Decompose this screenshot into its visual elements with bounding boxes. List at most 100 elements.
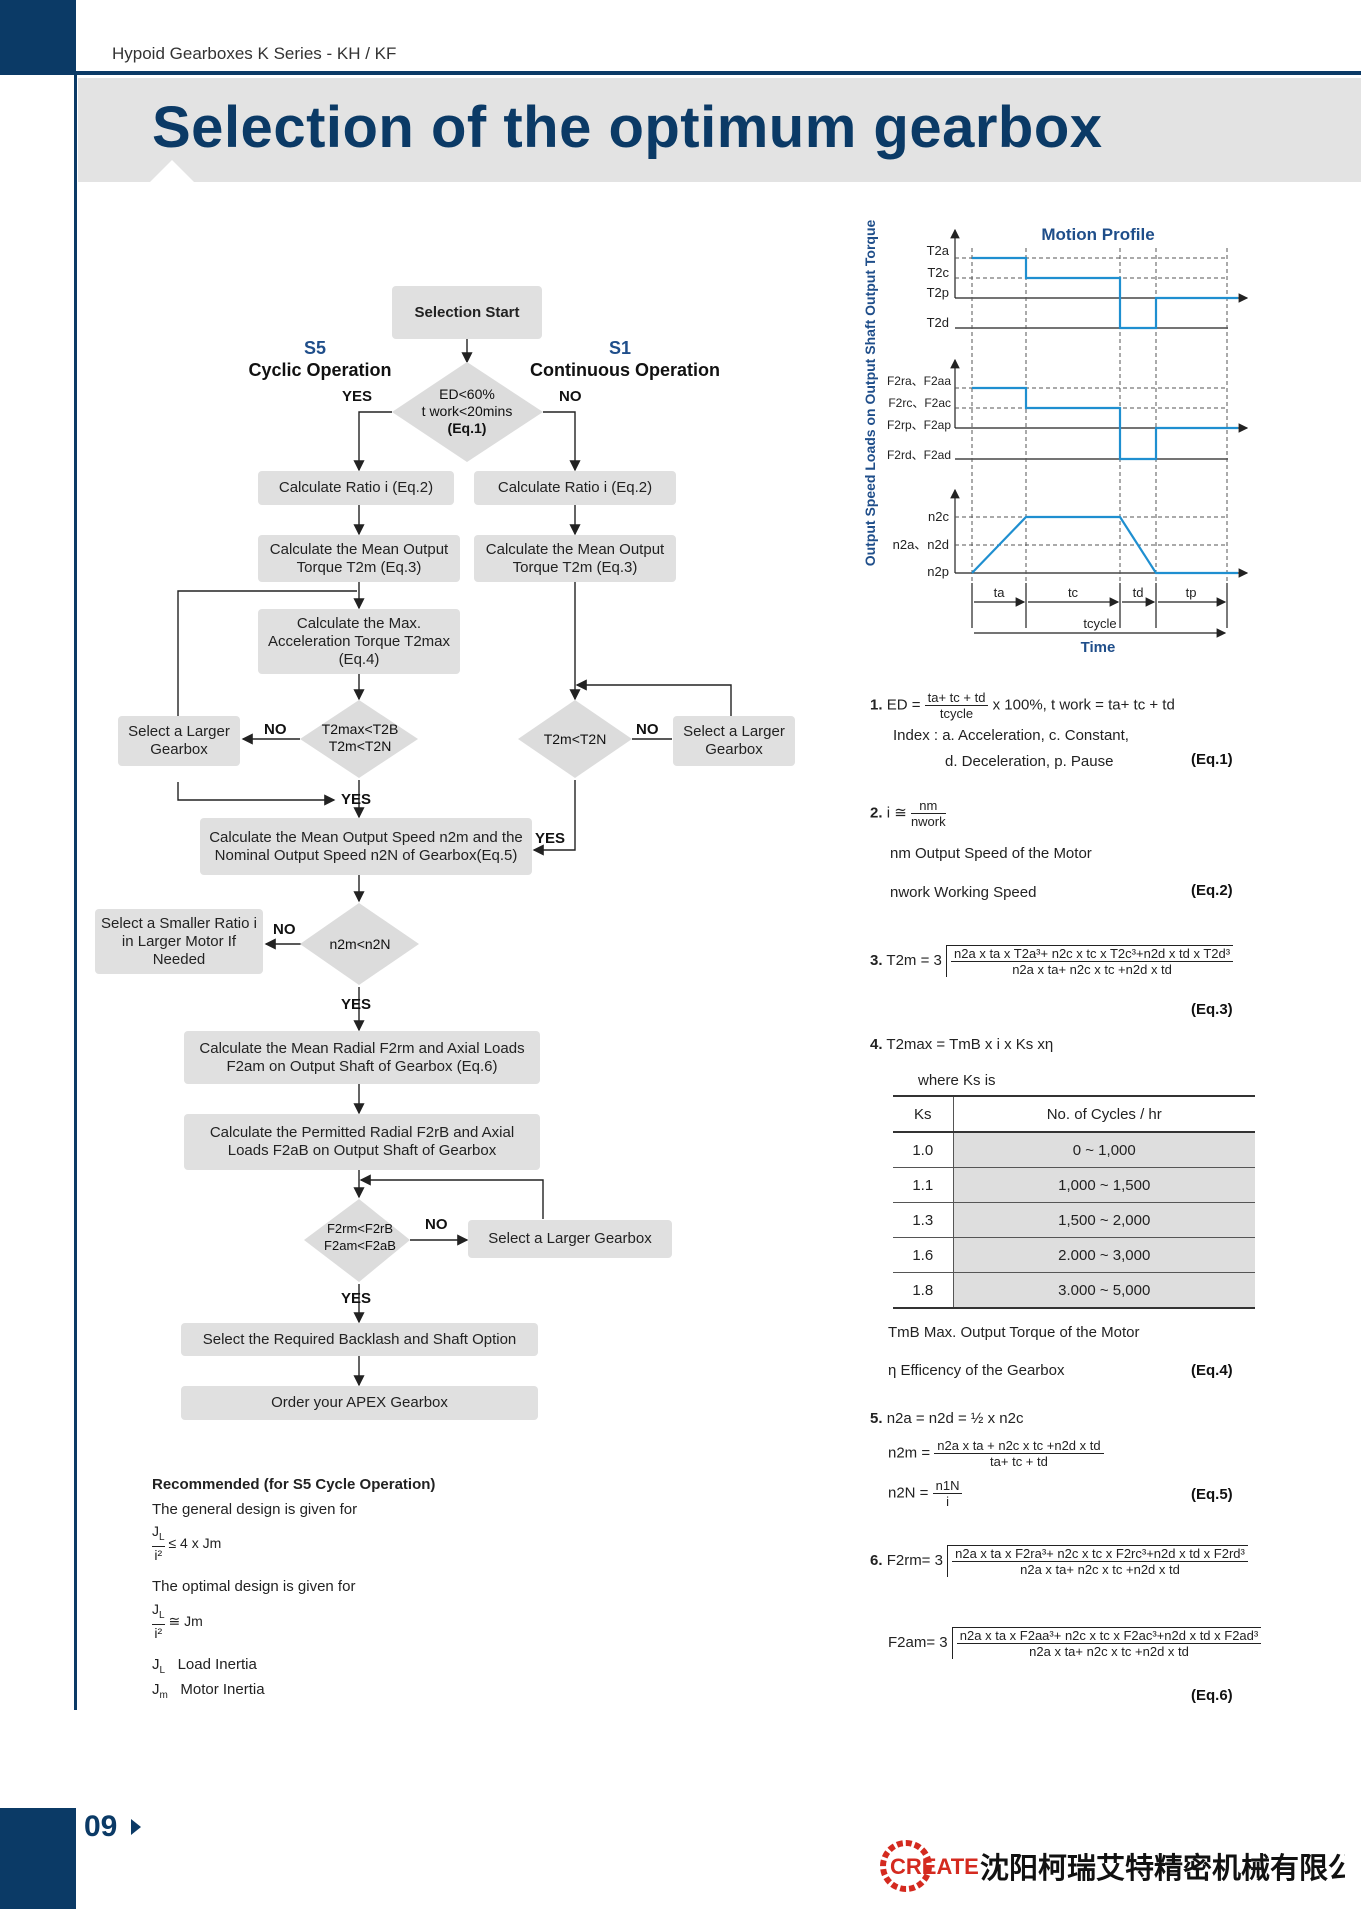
eq4-where: where Ks is [918, 1072, 996, 1089]
eq3: 3. T2m = 3 n2a x ta x T2a³+ n2c x tc x T… [870, 945, 1234, 977]
eq6-f2am: F2am= 3 n2a x ta x F2aa³+ n2c x tc x F2a… [888, 1627, 1262, 1659]
page-title: Selection of the optimum gearbox [152, 95, 1103, 160]
time-label: tc [1068, 585, 1079, 600]
left-rule [74, 75, 77, 1710]
torque-label: T2a [927, 243, 950, 258]
speed-label: n2a、n2d [893, 537, 949, 552]
mean-torque-left: Calculate the Mean Output Torque T2m (Eq… [258, 535, 460, 582]
table-cell: 1.8 [893, 1272, 953, 1309]
s5-label: Cyclic Operation [248, 360, 392, 380]
load-label: F2ra、F2aa [887, 374, 951, 388]
ratio-right: Calculate Ratio i (Eq.2) [474, 471, 676, 505]
profile-xlabel: Time [1081, 639, 1116, 656]
mean-torque-right: Calculate the Mean Output Torque T2m (Eq… [474, 535, 676, 582]
motion-profile-chart: Motion Profile Output Speed Loads on Out… [862, 220, 1249, 656]
eq6-f2rm: 6. F2rm= 3 n2a x ta x F2ra³+ n2c x tc x … [870, 1545, 1248, 1577]
eq5-line1: 5. n2a = n2d = ½ x n2c [870, 1410, 1024, 1427]
eq4-tag: (Eq.4) [1191, 1362, 1233, 1379]
company-name: 沈阳柯瑞艾特精密机械有限公司 [980, 1851, 1345, 1885]
s5-code: S5 [303, 338, 327, 358]
table-cell: 1.6 [893, 1237, 953, 1273]
jm-definition: Jm Motor Inertia [152, 1681, 265, 1701]
yes-label: YES [535, 830, 566, 847]
s1-label: Continuous Operation [530, 360, 720, 380]
time-label: td [1133, 585, 1144, 600]
ratio-left: Calculate Ratio i (Eq.2) [258, 471, 454, 505]
eq3-tag: (Eq.3) [1191, 1001, 1233, 1018]
decision-2: T2max<T2B T2m<T2N [321, 721, 399, 754]
radial-mean-box: Calculate the Mean Radial F2rm and Axial… [184, 1031, 540, 1084]
eq4-def1: TmB Max. Output Torque of the Motor [888, 1324, 1140, 1341]
load-label: F2rc、F2ac [888, 396, 951, 410]
load-label: F2rd、F2ad [887, 448, 951, 462]
torque-label: T2d [927, 315, 949, 330]
no-label: NO [559, 388, 582, 405]
eq2-tag: (Eq.2) [1191, 882, 1233, 899]
eq2-def2: nwork Working Speed [890, 884, 1037, 901]
eq1-index2: d. Deceleration, p. Pause [945, 753, 1114, 770]
decision-4: n2m<n2N [329, 936, 391, 952]
yes-label: YES [341, 1290, 372, 1307]
header-color-block [0, 0, 76, 75]
decision-5: F2rm<F2rB F2am<F2aB [324, 1221, 396, 1253]
order-box: Order your APEX Gearbox [181, 1386, 538, 1420]
banner-notch [150, 160, 194, 182]
yes-label: YES [341, 791, 372, 808]
table-cell: 1.0 [893, 1131, 953, 1168]
no-label: NO [425, 1216, 448, 1233]
larger-gearbox-bottom: Select a Larger Gearbox [468, 1220, 672, 1258]
decision-3: T2m<T2N [543, 731, 607, 747]
recommend-general: The general design is given for [152, 1501, 358, 1518]
no-label: NO [273, 921, 296, 938]
table-header: Ks [893, 1095, 953, 1133]
time-label: ta [994, 585, 1006, 600]
eq1-tag: (Eq.1) [1191, 751, 1233, 768]
page-arrow-icon [131, 1819, 141, 1835]
eq5-tag: (Eq.5) [1191, 1486, 1233, 1503]
company-logo: CREATE 沈阳柯瑞艾特精密机械有限公司 [880, 1840, 1345, 1892]
header-rule [76, 71, 1361, 75]
larger-gearbox-left: Select a Larger Gearbox [118, 716, 240, 766]
eq4-def2: η Efficency of the Gearbox [888, 1362, 1065, 1379]
eq1-index1: Index : a. Acceleration, c. Constant, [893, 727, 1129, 744]
page-number: 09 [84, 1810, 118, 1843]
table-cell: 1,500 ~ 2,000 [952, 1202, 1255, 1238]
smaller-ratio-box: Select a Smaller Ratio i in Larger Motor… [95, 909, 263, 974]
recommend-optimal: The optimal design is given for [152, 1578, 356, 1595]
jl-definition: JL Load Inertia [152, 1656, 257, 1676]
no-label: NO [264, 721, 287, 738]
max-torque-box: Calculate the Max. Acceleration Torque T… [258, 609, 460, 674]
eq6-tag: (Eq.6) [1191, 1687, 1233, 1704]
torque-label: T2p [927, 285, 949, 300]
table-cell: 1,000 ~ 1,500 [952, 1167, 1255, 1203]
series-title: Hypoid Gearboxes K Series - KH / KF [112, 44, 397, 63]
eq4: 4. T2max = TmB x i x Ks xη [870, 1036, 1054, 1053]
backlash-box: Select the Required Backlash and Shaft O… [181, 1323, 538, 1356]
mean-speed-box: Calculate the Mean Output Speed n2m and … [200, 818, 532, 875]
selection-start: Selection Start [392, 286, 542, 339]
recommend-title: Recommended (for S5 Cycle Operation) [152, 1476, 436, 1493]
logo-brand: CREATE [890, 1854, 979, 1879]
larger-gearbox-right: Select a Larger Gearbox [673, 716, 795, 766]
radial-permitted-box: Calculate the Permitted Radial F2rB and … [184, 1114, 540, 1170]
table-cell: 1.3 [893, 1202, 953, 1238]
yes-label: YES [342, 388, 373, 405]
speed-label: n2p [927, 564, 949, 579]
table-cell: 0 ~ 1,000 [952, 1131, 1255, 1168]
table-header: No. of Cycles / hr [952, 1095, 1255, 1133]
eq2-def1: nm Output Speed of the Motor [890, 845, 1092, 862]
yes-label: YES [341, 996, 372, 1013]
torque-label: T2c [927, 265, 949, 280]
